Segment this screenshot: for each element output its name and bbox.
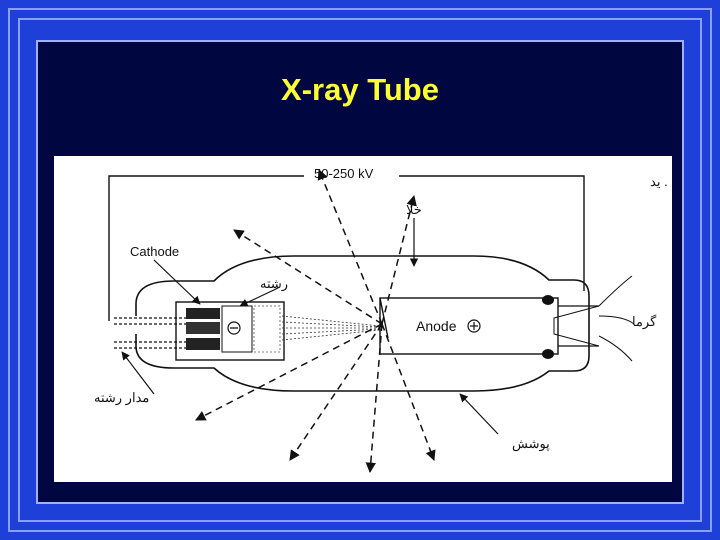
heat-waves bbox=[598, 275, 635, 362]
slide-border-inner bbox=[18, 18, 702, 522]
edge-label: ید . bbox=[650, 174, 668, 189]
filament-label: رشته bbox=[260, 276, 289, 291]
xray-tube-diagram: 50-250 kV خلا ید . Cathode رشته Anode گر… bbox=[54, 156, 672, 482]
filament-leads bbox=[114, 317, 186, 349]
tube-envelope bbox=[135, 255, 590, 392]
cathode-label: Cathode bbox=[130, 244, 180, 259]
voltage-circuit bbox=[108, 175, 585, 321]
cathode-assembly bbox=[175, 301, 285, 361]
xray-emission-arrows bbox=[195, 169, 436, 474]
heat-label: گرما bbox=[632, 314, 657, 329]
voltage-label: 50-250 kV bbox=[314, 166, 374, 181]
label-pointers bbox=[121, 218, 499, 435]
xray-tube-drawing bbox=[108, 169, 635, 474]
vacuum-label: خلا bbox=[406, 202, 422, 217]
electron-beam bbox=[281, 315, 381, 341]
slide-border-outer bbox=[8, 8, 712, 532]
anode-assembly bbox=[379, 295, 600, 359]
anode-label: Anode bbox=[416, 318, 457, 334]
slide-title: X-ray Tube bbox=[281, 72, 439, 107]
filament-circuit-label: مدار رشته bbox=[94, 390, 150, 405]
housing-label: پوشش bbox=[512, 436, 550, 451]
